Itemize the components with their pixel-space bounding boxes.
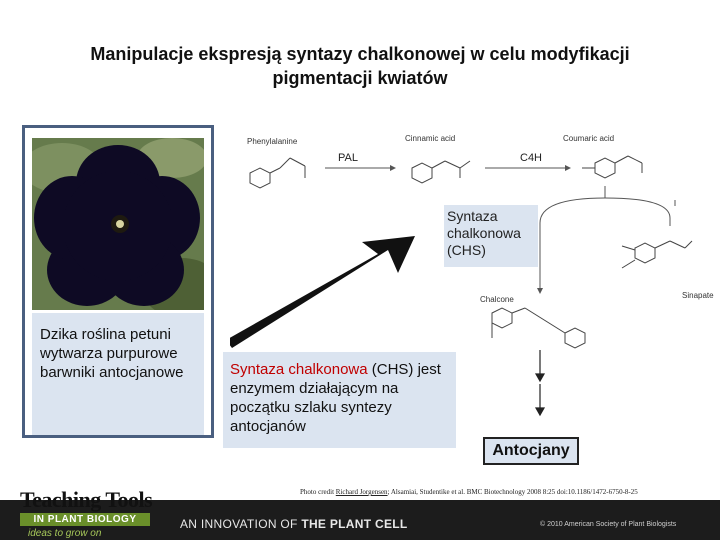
slide-title: Manipulacje ekspresją syntazy chalkonowe… xyxy=(90,44,630,88)
photo-credit: Photo credit Richard Jorgensen; Alsamiai… xyxy=(300,488,638,496)
description-highlight: Syntaza chalkonowa xyxy=(230,361,368,378)
label-chalcone: Chalcone xyxy=(480,295,514,304)
description-text: (CHS) jest enzymem działającym na począt… xyxy=(230,361,441,435)
coumaric-acid-structure xyxy=(582,155,643,179)
photo-caption: Dzika roślina petuni wytwarza purpurowe … xyxy=(32,313,204,435)
copyright-text: © 2010 American Society of Plant Biologi… xyxy=(540,521,677,528)
chalcone-structure xyxy=(491,307,586,349)
innovation-prefix: AN INNOVATION OF xyxy=(180,517,302,531)
label-cinnamic-acid: Cinnamic acid xyxy=(405,134,455,143)
logo-line-3: ideas to grow on xyxy=(28,528,102,539)
pathway-diagram: Phenylalanine Cinnamic acid Coumaric aci… xyxy=(230,134,714,417)
phenylalanine-structure xyxy=(249,157,306,189)
credit-name: Richard Jorgensen xyxy=(335,488,388,496)
anthocyanins-label: Antocjany xyxy=(483,437,579,465)
logo-line-2: IN PLANT BIOLOGY xyxy=(20,513,150,526)
sinapate-structure xyxy=(621,240,693,269)
down-arrows xyxy=(534,350,546,417)
description-box: Syntaza chalkonowa (CHS) jest enzymem dz… xyxy=(223,352,456,448)
label-coumaric-acid: Coumaric acid xyxy=(563,134,614,143)
label-phenylalanine: Phenylalanine xyxy=(247,137,298,146)
innovation-journal: THE PLANT CELL xyxy=(301,517,408,531)
chs-label: Syntaza chalkonowa (CHS) xyxy=(444,205,538,267)
credit-rest: ; Alsamiai, Studentike et al. BMC Biotec… xyxy=(387,488,638,496)
large-arrow-icon xyxy=(230,236,415,348)
petunia-photo-frame: Dzika roślina petuni wytwarza purpurowe … xyxy=(22,125,214,438)
branch-lines xyxy=(539,186,676,288)
innovation-text: AN INNOVATION OF THE PLANT CELL xyxy=(180,517,408,531)
label-pal: PAL xyxy=(338,152,358,164)
logo-line-1: Teaching Tools xyxy=(20,487,153,512)
cinnamic-acid-structure xyxy=(411,160,471,184)
label-c4h: C4H xyxy=(520,152,542,164)
petunia-flower-image xyxy=(32,138,204,310)
teaching-tools-logo: Teaching Tools IN PLANT BIOLOGY ideas to… xyxy=(20,487,153,540)
label-sinapate: Sinapate xyxy=(682,291,714,300)
credit-prefix: Photo credit xyxy=(300,488,336,496)
